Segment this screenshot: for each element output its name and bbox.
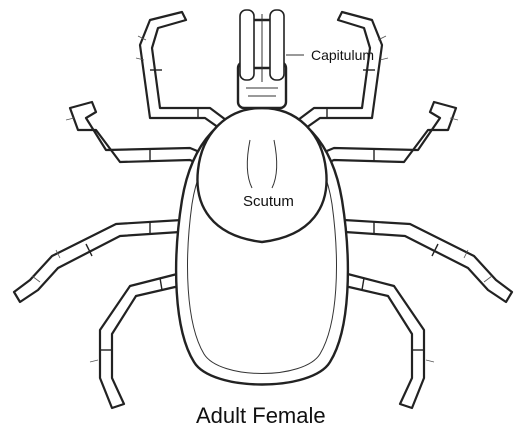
scutum xyxy=(197,108,326,242)
capitulum xyxy=(238,10,304,108)
leg-1-right xyxy=(298,12,382,130)
leg-1-left xyxy=(140,12,226,130)
label-caption: Adult Female xyxy=(196,403,326,423)
label-capitulum: Capitulum xyxy=(311,47,374,63)
label-scutum: Scutum xyxy=(243,193,294,210)
